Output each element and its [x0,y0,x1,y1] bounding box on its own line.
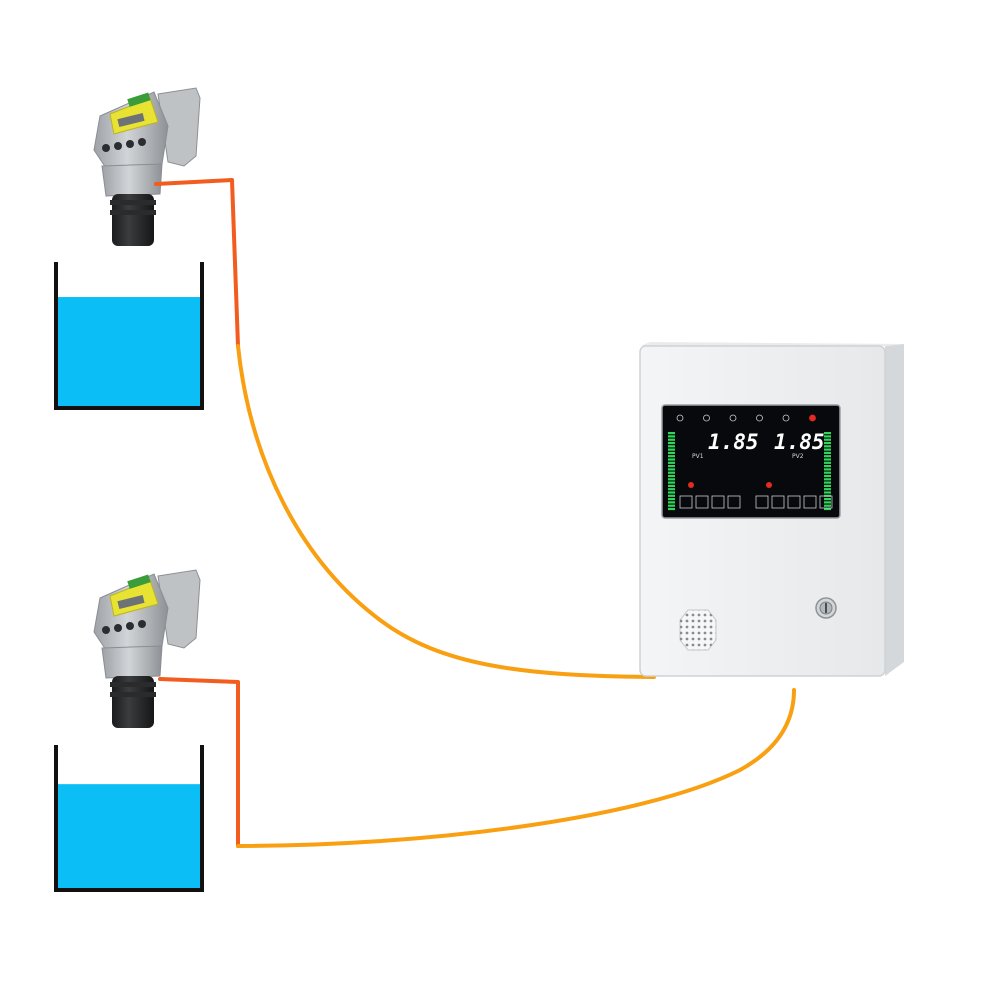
bargraph-segment [668,465,675,468]
bargraph-segment [824,458,831,461]
bargraph-segment [824,488,831,491]
bargraph-segment [824,507,831,511]
bargraph-segment [668,448,675,451]
bargraph-segment [824,478,831,481]
bargraph-segment [668,488,675,491]
bargraph-segment [824,474,831,478]
bargraph-segment [824,484,831,487]
bargraph-segment [824,504,831,507]
indicator-leds [676,414,816,422]
indicator-led-icon [782,414,790,422]
key-lock-icon [815,597,837,619]
bargraph-segment [668,501,675,504]
bargraph-segment [668,461,675,464]
bargraph-segment [668,484,675,487]
pv2-label: PV2 [792,453,804,460]
indicator-led-icon [676,414,684,422]
controller-display: 1.85 PV1 1.85 PV2 [661,404,841,519]
indicator-led-icon [703,414,710,422]
bargraph-segment [668,451,675,454]
tank-1 [54,262,204,410]
bargraph-segment [668,435,675,438]
bargraph-segment [668,438,675,441]
bargraph-segment [668,491,675,494]
tank-2 [54,745,204,892]
bargraph-segment [668,455,675,458]
ultrasonic-sensor-2 [93,569,201,729]
tank-2-water [58,784,202,890]
bargraph-segment [668,432,675,435]
bargraph-left [668,432,675,511]
bargraph-segment [668,498,675,501]
bargraph-segment [824,461,831,464]
bargraph-segment [824,465,831,468]
bargraph-segment [668,504,675,507]
bargraph-segment [668,468,675,471]
bargraph-segment [668,445,675,448]
pv2-value: 1.85 [774,430,825,454]
bargraph-segment [824,481,831,484]
indicator-led-icon [756,414,763,422]
bargraph-segment [824,451,831,454]
ultrasonic-sensor-1 [93,87,201,247]
bargraph-segment [668,507,675,511]
ultrasonic-sensor-icon [93,87,201,247]
tank-1-water [58,297,202,408]
pv1-label: PV1 [692,453,704,460]
bargraph-segment [824,455,831,458]
bargraph-segment [824,435,831,438]
ultrasonic-sensor-icon [93,569,201,729]
bargraph-segment [668,471,675,474]
alarm-led-right [766,482,772,488]
bargraph-segment [824,448,831,451]
tank-icon [54,262,204,410]
bargraph-segment [824,501,831,504]
control-keys [679,495,833,509]
speaker-grille-icon [679,609,717,651]
bargraph-segment [824,432,831,435]
bargraph-right [824,432,831,511]
tank-icon [54,745,204,892]
pv1-value: 1.85 [708,430,759,454]
bargraph-segment [668,441,675,445]
bargraph-segment [668,478,675,481]
bargraph-segment [824,445,831,448]
bargraph-segment [824,438,831,441]
indicator-led-icon [729,414,737,422]
indicator-led-icon [809,414,816,422]
bargraph-segment [668,458,675,461]
bargraph-segment [824,468,831,471]
cable-1 [154,178,656,679]
level-controller: 1.85 PV1 1.85 PV2 [639,342,904,677]
bargraph-segment [668,481,675,484]
bargraph-segment [824,441,831,445]
bargraph-segment [668,474,675,478]
bargraph-segment [668,494,675,497]
bargraph-segment [824,471,831,474]
bargraph-segment [824,491,831,494]
cable-2 [158,677,796,848]
bargraph-segment [824,498,831,501]
alarm-led-left [688,482,694,488]
